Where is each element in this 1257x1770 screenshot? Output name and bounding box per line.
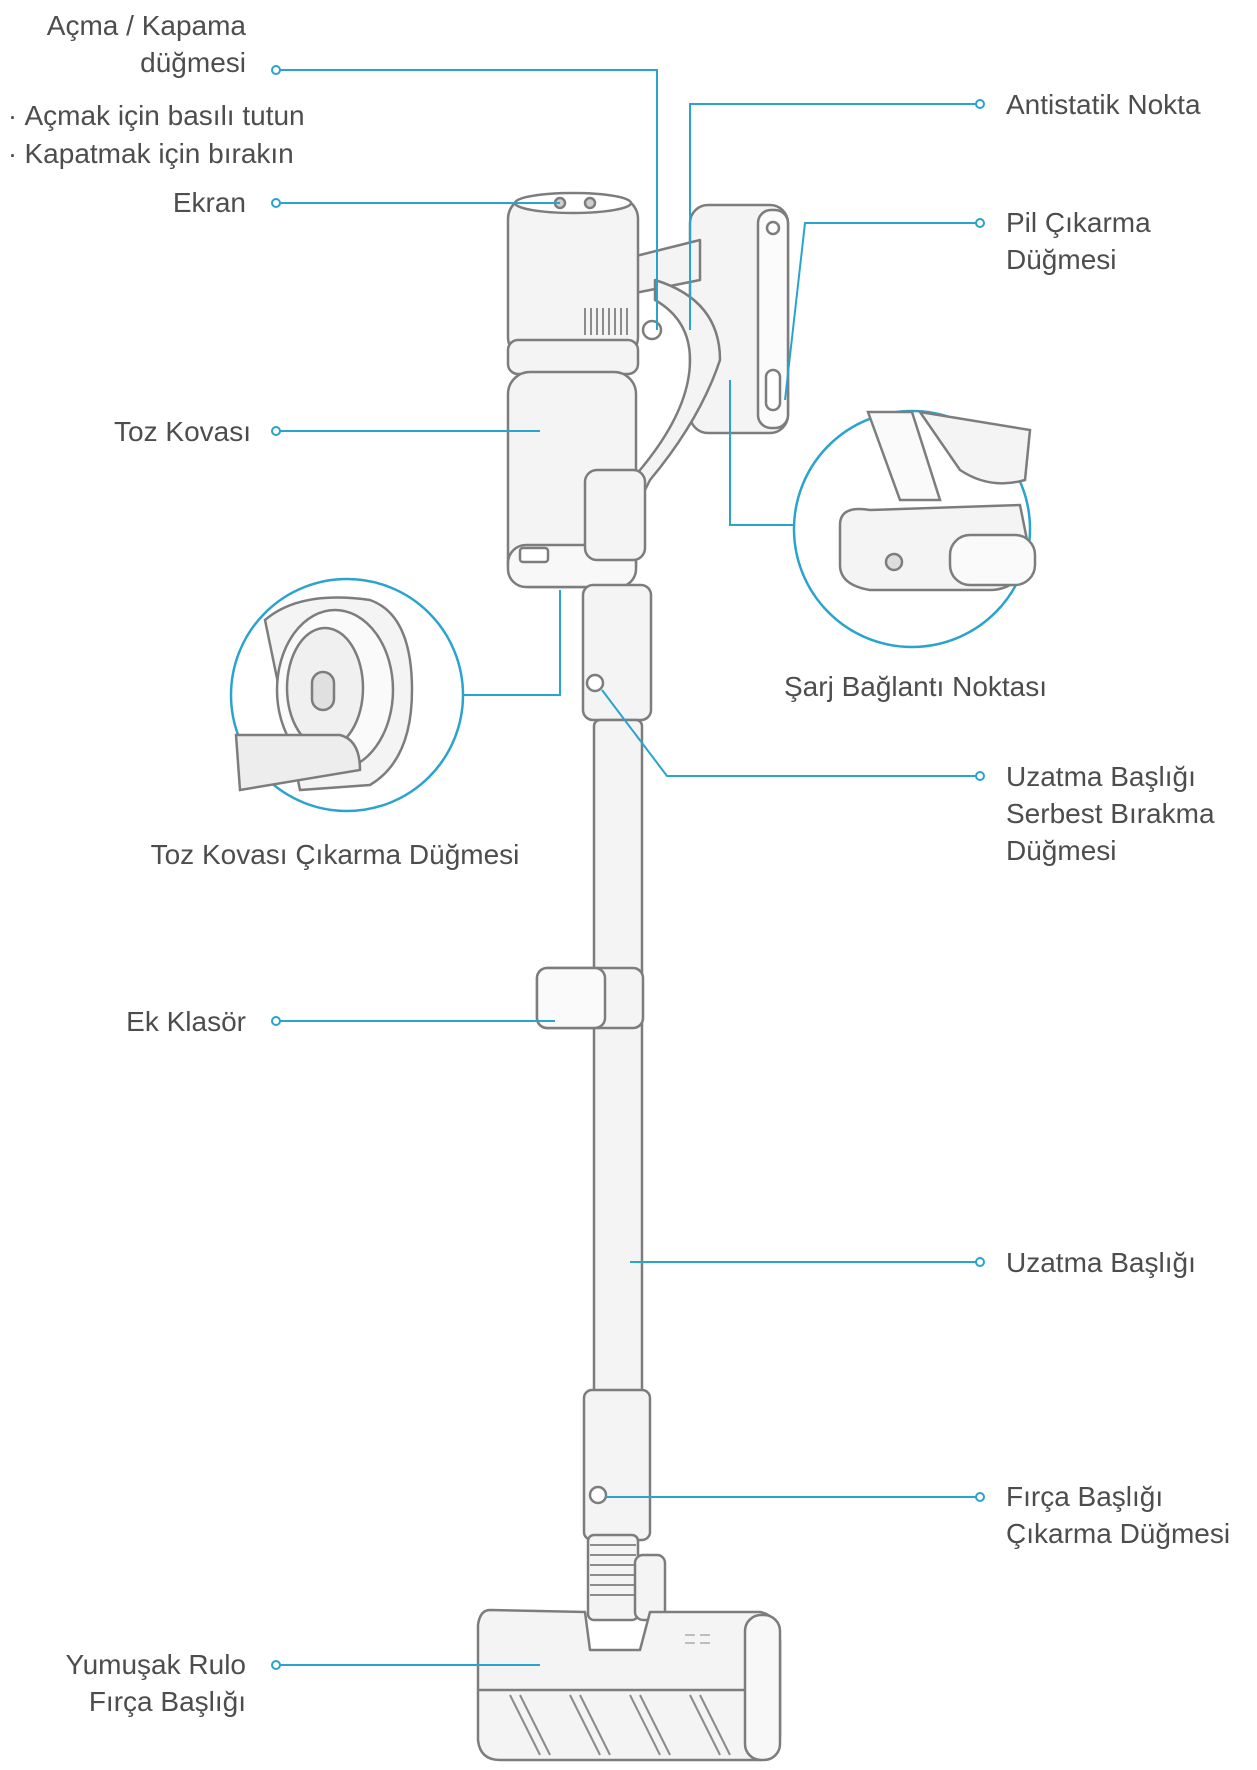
leader-charging — [729, 380, 794, 526]
charging-point-detail — [792, 409, 1037, 649]
soft-roller-brush-head — [476, 1608, 782, 1762]
label-soft-roller-line2: Fırça Başlığı — [88, 1686, 246, 1717]
attachment-clip — [535, 966, 645, 1030]
label-ext-release-line1: Uzatma Başlığı — [1006, 761, 1196, 792]
label-soft-roller: Yumuşak Rulo Fırça Başlığı — [65, 1646, 246, 1720]
vacuum-cleaner-illustration — [476, 191, 790, 1762]
leader-power — [276, 69, 658, 330]
leader-battery — [784, 222, 980, 401]
label-brush-release-line1: Fırça Başlığı — [1006, 1481, 1164, 1512]
leader-dust-release — [462, 590, 561, 696]
label-battery-line2: Düğmesi — [1006, 244, 1117, 275]
label-battery-line1: Pil Çıkarma — [1006, 207, 1151, 238]
label-extension-release: Uzatma Başlığı Serbest Bırakma Düğmesi — [1006, 758, 1215, 869]
dust-bin-release-detail — [229, 577, 465, 813]
label-power-notes: · Açmak için basılı tutun · Kapatmak içi… — [8, 97, 305, 173]
motor-unit — [506, 191, 663, 376]
power-note-hold: · Açmak için basılı tutun — [8, 100, 305, 131]
label-attachment-clip: Ek Klasör — [126, 1006, 246, 1037]
label-battery-release: Pil Çıkarma Düğmesi — [1006, 204, 1151, 278]
label-power-button: Açma / Kapama düğmesi — [47, 7, 246, 81]
brush-connector — [582, 1388, 652, 1542]
extension-release-button — [585, 673, 605, 693]
leader-lines — [276, 69, 980, 1666]
label-antistatic: Antistatik Nokta — [1006, 89, 1201, 120]
brush-release-button — [588, 1485, 608, 1505]
label-dust-bin-release: Toz Kovası Çıkarma Düğmesi — [150, 839, 520, 870]
leader-dots — [271, 65, 985, 1670]
label-dust-bin: Toz Kovası — [114, 416, 251, 447]
label-ext-release-line3: Düğmesi — [1006, 835, 1117, 866]
label-power-line1: Açma / Kapama — [46, 10, 246, 41]
label-power-line2: düğmesi — [140, 47, 246, 78]
label-screen: Ekran — [172, 187, 246, 218]
label-extension-tube: Uzatma Başlığı — [1006, 1247, 1196, 1278]
power-note-release: · Kapatmak için bırakın — [8, 138, 294, 169]
label-soft-roller-line1: Yumuşak Rulo — [65, 1649, 246, 1680]
label-brush-release: Fırça Başlığı Çıkarma Düğmesi — [1006, 1478, 1230, 1552]
leader-antistatic — [689, 103, 980, 330]
brush-neck — [586, 1533, 667, 1622]
leader-extension-release — [601, 689, 980, 777]
label-charging-point: Şarj Bağlantı Noktası — [784, 671, 1048, 702]
label-ext-release-line2: Serbest Bırakma — [1006, 798, 1215, 829]
extension-tube — [592, 718, 644, 1402]
extension-connector — [581, 583, 653, 722]
label-brush-release-line2: Çıkarma Düğmesi — [1006, 1518, 1231, 1549]
